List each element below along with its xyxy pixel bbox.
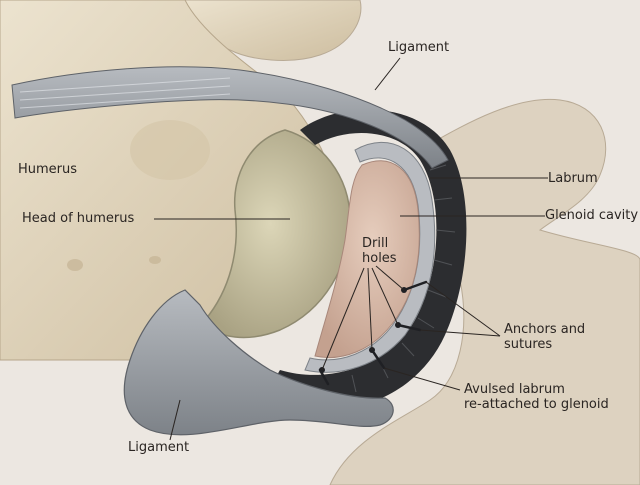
label-drill-holes: Drill holes bbox=[362, 236, 397, 266]
label-glenoid-cavity: Glenoid cavity bbox=[545, 208, 639, 223]
label-avulsed-labrum: Avulsed labrum re-attached to glenoid bbox=[464, 382, 609, 412]
labrum-ring bbox=[304, 141, 436, 373]
label-ligament-top: Ligament bbox=[388, 40, 450, 55]
ligament-bottom-band bbox=[123, 289, 394, 436]
glenoid-cavity bbox=[314, 160, 420, 358]
scapula-bone bbox=[329, 98, 640, 485]
humerus-texture bbox=[130, 120, 210, 180]
label-ligament-bottom: Ligament bbox=[128, 440, 190, 455]
label-anchors-and-sutures: Anchors and sutures bbox=[504, 322, 586, 352]
label-labrum: Labrum bbox=[548, 171, 598, 186]
head-of-humerus bbox=[204, 129, 351, 339]
label-humerus: Humerus bbox=[18, 162, 78, 177]
capsule-ring bbox=[276, 109, 467, 409]
label-head-of-humerus: Head of humerus bbox=[22, 211, 135, 226]
ligament-top-band bbox=[11, 66, 449, 169]
leader-lines bbox=[154, 57, 548, 441]
